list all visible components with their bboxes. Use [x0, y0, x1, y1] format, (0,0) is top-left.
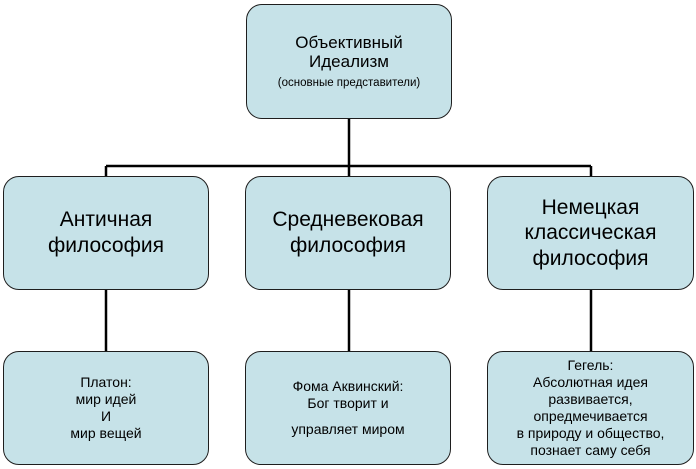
leaf-thomas-aquinas: Фома Аквинский: Бог творит и управляет м… [245, 351, 451, 465]
leaf-text-line: И [100, 408, 112, 424]
node-label-line: философия [290, 234, 406, 257]
leaf-plato: Платон: мир идей И мир вещей [3, 351, 209, 465]
node-label-line: философия [532, 246, 649, 270]
leaf-text-line: Абсолютная идея [533, 373, 648, 390]
leaf-text-line: управляет миром [291, 420, 405, 437]
leaf-text-line: Бог творит и [307, 395, 389, 412]
root-title-line1: Объективный [295, 32, 403, 52]
node-medieval-philosophy: Средневековая философия [245, 176, 451, 290]
root-node-objective-idealism: Объективный Идеализм (основные представи… [246, 4, 452, 119]
node-ancient-philosophy: Античная философия [3, 176, 209, 290]
leaf-text-line: Гегель: [567, 356, 614, 373]
node-label-line: классическая [524, 221, 657, 245]
leaf-text-line: познает саму себя [530, 442, 651, 459]
leaf-hegel: Гегель: Абсолютная идея развивается, опр… [487, 351, 694, 465]
node-label-line: Античная [59, 208, 153, 232]
root-title-line2: Идеализм [309, 52, 389, 72]
leaf-text-line: Платон: [80, 373, 132, 390]
leaf-text-line: развивается, [548, 390, 633, 407]
leaf-text-line: опредмечивается [533, 408, 648, 424]
node-label-line: Немецкая [541, 195, 640, 219]
root-subtitle: (основные представители) [277, 76, 421, 89]
node-label-line: Средневековая [272, 208, 424, 232]
leaf-text-line: мир вещей [70, 425, 142, 442]
node-german-classical-philosophy: Немецкая классическая философия [487, 176, 694, 290]
leaf-text-line: Фома Аквинский: [292, 378, 404, 395]
node-label-line: философия [48, 234, 164, 257]
leaf-text-line: мир идей [75, 390, 137, 407]
leaf-text-line: в природу и общество, [516, 425, 665, 442]
